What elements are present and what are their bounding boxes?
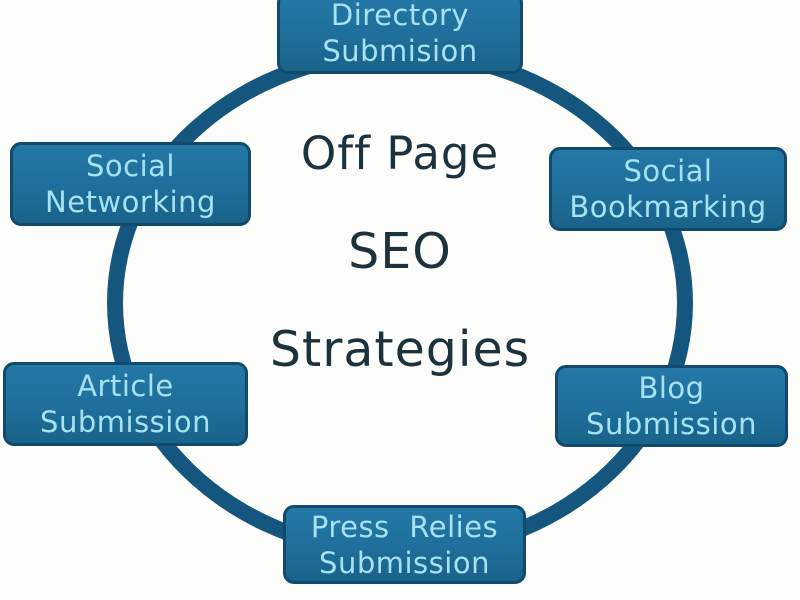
node-label-line: Directory (330, 0, 470, 32)
node-label-line: Blog (638, 371, 705, 405)
cycle-ring (107, 45, 693, 561)
node-label-line: Social (86, 149, 175, 183)
node-article-submission: Article Submission (3, 362, 248, 446)
node-label-line: Social (623, 154, 713, 188)
node-label-line: Networking (45, 185, 216, 219)
node-label-line: Bookmarking (569, 190, 767, 224)
diagram-title-line-3: Strategies (269, 321, 531, 378)
node-label-line: Press Relies (310, 509, 499, 544)
node-label-line: Submission (319, 545, 490, 580)
node-directory-submission: Directory Submision (277, 0, 523, 74)
diagram-title-line-1: Off Page (300, 127, 500, 180)
node-label-line: Submission (40, 405, 211, 439)
diagram-title-line-2: SEO (348, 223, 452, 280)
node-social-bookmarking: Social Bookmarking (549, 147, 787, 231)
node-label-line: Submision (322, 34, 478, 68)
node-blog-submission: Blog Submission (555, 365, 788, 447)
node-label-line: Article (77, 369, 174, 403)
node-social-networking: Social Networking (10, 142, 251, 226)
node-label-line: Submission (586, 407, 757, 441)
node-press-relies-submission: Press Relies Submission (283, 505, 526, 584)
